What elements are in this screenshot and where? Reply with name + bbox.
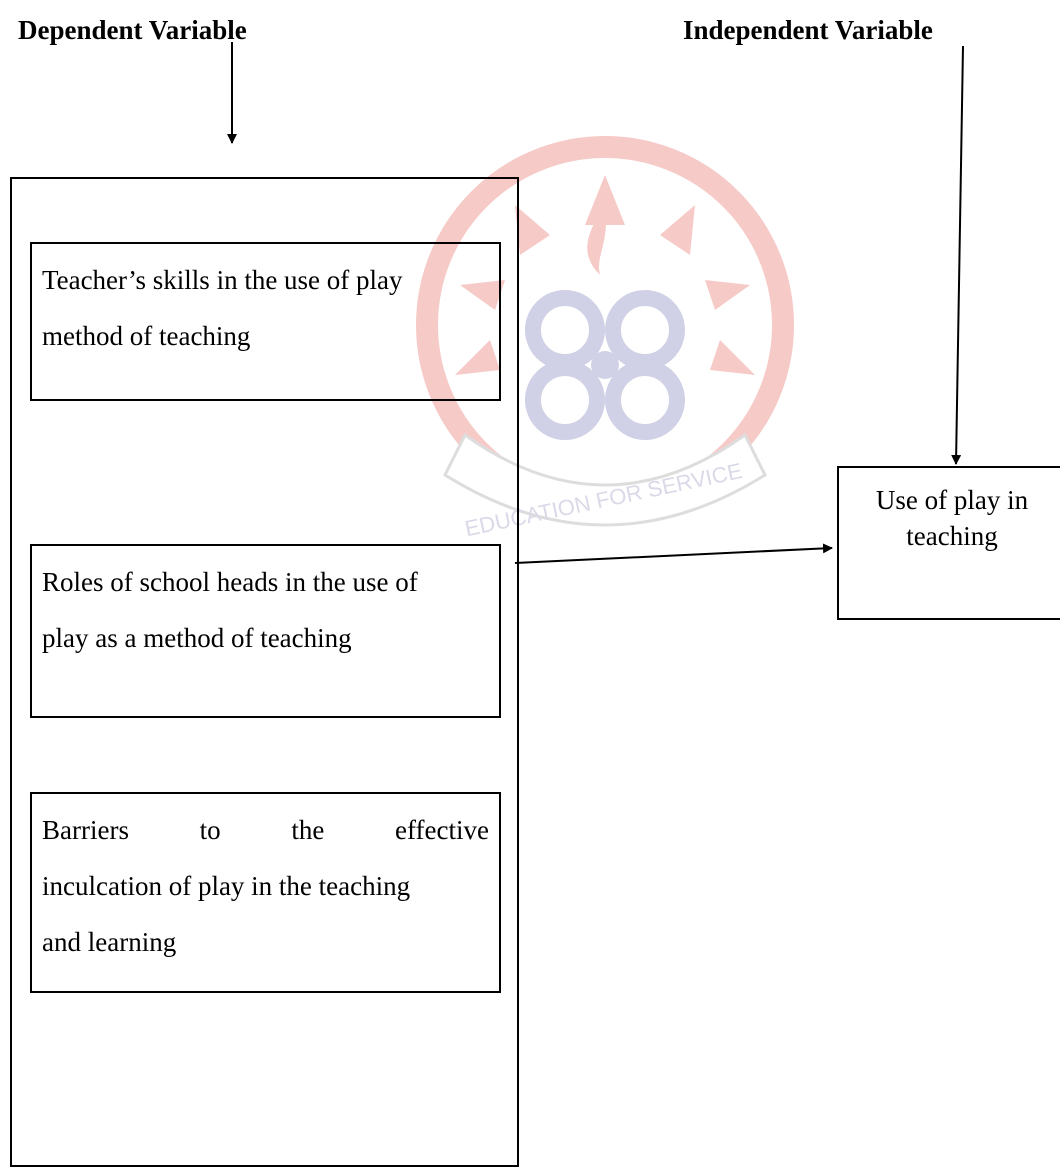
teacher-skills-line-2: method of teaching [42,321,251,351]
independent-heading-arrow [951,45,964,465]
barriers-box: Barriers to the effective inculcation of… [30,792,501,993]
barriers-line-1: Barriers to the effective [42,815,489,845]
teacher-skills-line-1: Teacher’s skills in the use of play [42,265,403,295]
use-of-play-line-2: teaching [906,521,998,551]
dependent-variable-heading: Dependent Variable [18,15,247,45]
seal-adinkra-emblem [525,290,685,440]
use-of-play-line-1: Use of play in [875,485,1029,515]
school-heads-roles-box: Roles of school heads in the use of play… [30,544,501,718]
teacher-skills-box: Teacher’s skills in the use of play meth… [30,242,501,401]
dependent-to-independent-arrow [514,543,833,564]
barriers-line-2: inculcation of play in the teaching [42,871,411,901]
seal-flame [587,205,607,275]
independent-variable-heading: Independent Variable [683,15,933,45]
school-heads-roles-line-1: Roles of school heads in the use of [42,567,418,597]
barriers-line-3: and learning [42,927,177,957]
school-heads-roles-line-2: play as a method of teaching [42,623,352,653]
use-of-play-box: Use of play in teaching [837,466,1060,620]
